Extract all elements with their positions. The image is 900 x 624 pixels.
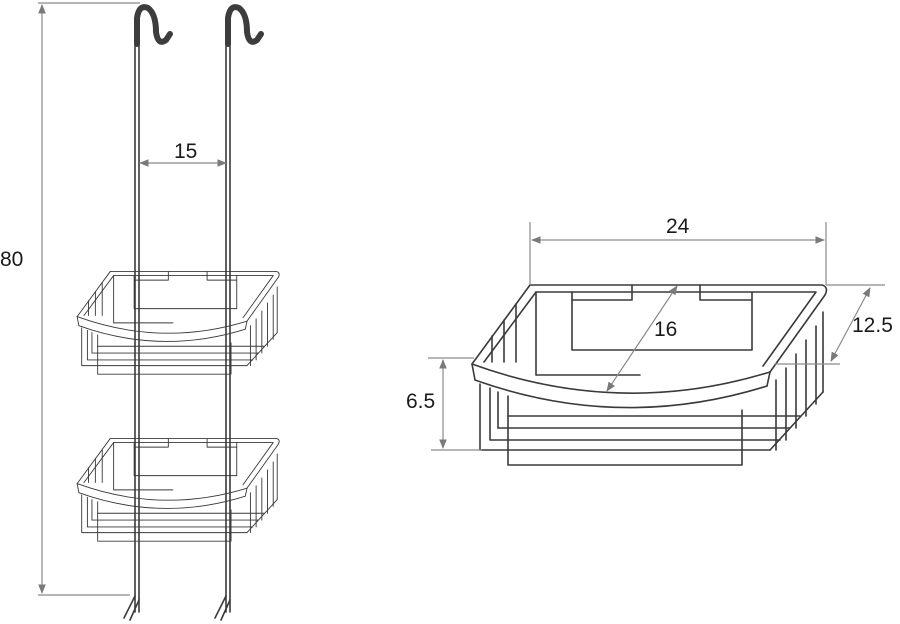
depth-dimension: 12.5 — [775, 284, 893, 365]
basket-height-dimension: 6.5 — [406, 357, 482, 451]
height-dimension: 80 — [0, 2, 140, 596]
left-rod — [134, 41, 140, 613]
diagonal-label: 16 — [654, 318, 677, 341]
hook-spacing-dimension: 15 — [139, 140, 227, 167]
basket-height-label: 6.5 — [406, 390, 435, 413]
full-caddy-view: 80 15 — [0, 2, 280, 621]
hook-left-icon — [134, 4, 173, 47]
hook-right-icon — [225, 4, 264, 47]
basket-detail — [471, 284, 828, 466]
width-dimension: 24 — [529, 215, 827, 285]
upper-basket — [76, 271, 280, 375]
lower-basket — [76, 438, 280, 542]
hook-spacing-label: 15 — [174, 140, 197, 163]
depth-label: 12.5 — [852, 314, 893, 337]
height-label: 80 — [0, 248, 23, 271]
bottom-hook-right-icon — [214, 595, 231, 621]
diagonal-dimension: 16 — [606, 285, 678, 392]
width-label: 24 — [666, 215, 690, 238]
bottom-hook-left-icon — [123, 595, 140, 621]
basket-detail-view: 24 16 12.5 6.5 — [406, 215, 893, 466]
